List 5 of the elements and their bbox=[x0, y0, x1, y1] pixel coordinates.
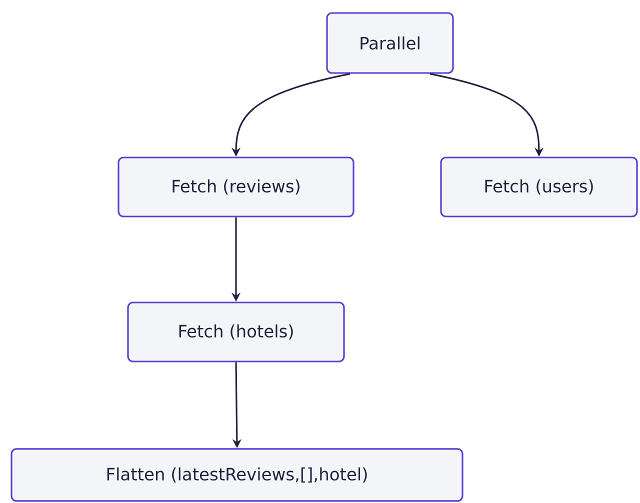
process-box: Fetch (hotels) bbox=[127, 302, 345, 362]
process-box: Parallel bbox=[326, 12, 454, 74]
process-box: Fetch (users) bbox=[440, 156, 638, 218]
process-box: Flatten (latestReviews,[],hotel) bbox=[10, 448, 464, 502]
process-box: Fetch (reviews) bbox=[118, 156, 354, 218]
